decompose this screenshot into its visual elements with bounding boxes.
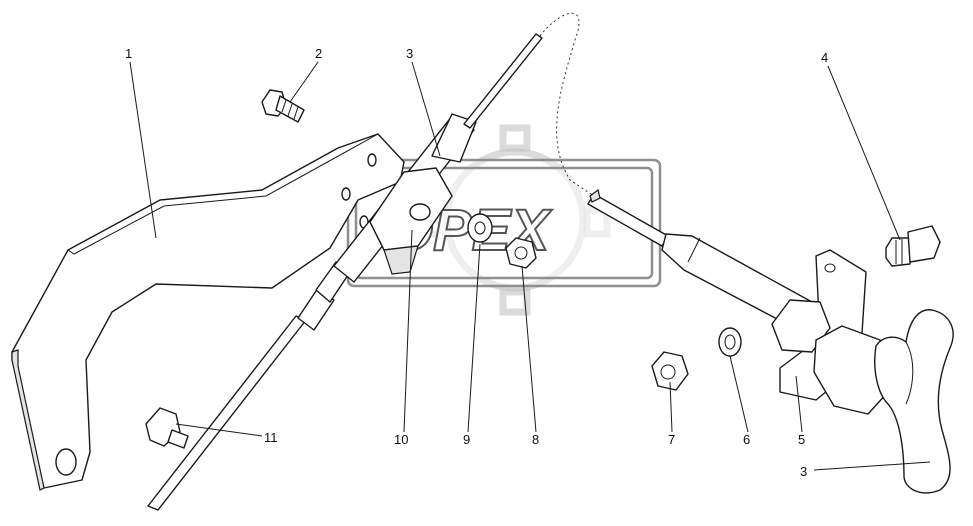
leader-lines [129, 61, 931, 471]
watermark-gear-icon [419, 124, 611, 316]
nut-part [651, 351, 689, 391]
callout-9: 9 [463, 432, 470, 447]
washer-small-part [467, 213, 493, 243]
bolt-part-11 [145, 407, 189, 449]
bracket-hole [55, 448, 77, 476]
callout-1: 1 [125, 46, 132, 61]
bolt-part [261, 89, 305, 123]
nut-small-part [505, 237, 537, 269]
callout-8: 8 [532, 432, 539, 447]
washer-part [718, 327, 742, 357]
callout-10: 10 [394, 432, 408, 447]
clamp-plate-part [369, 167, 453, 275]
callout-7: 7 [668, 432, 675, 447]
handle-assembly [587, 188, 954, 494]
bolt-part-4 [885, 225, 941, 267]
callout-labels: 1 2 3 4 5 6 7 8 9 10 11 3 [125, 46, 828, 479]
bracket-part [11, 133, 405, 491]
callout-11: 11 [264, 430, 278, 445]
callout-6: 6 [743, 432, 750, 447]
callout-3-top: 3 [406, 46, 413, 61]
callout-5: 5 [798, 432, 805, 447]
callout-2: 2 [315, 46, 322, 61]
callout-4: 4 [821, 50, 828, 65]
callout-3-bottom: 3 [800, 464, 807, 479]
